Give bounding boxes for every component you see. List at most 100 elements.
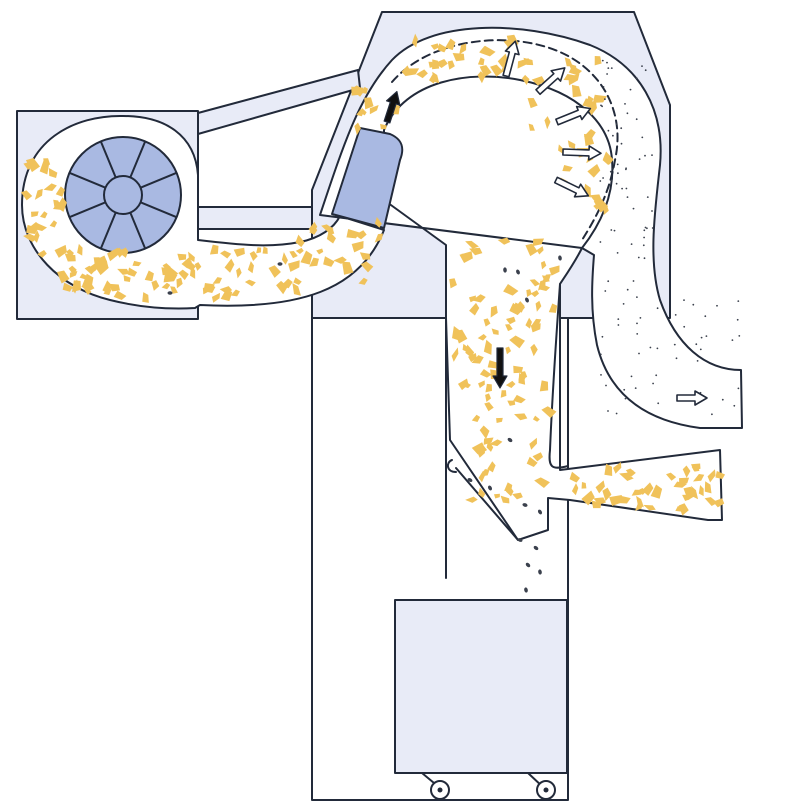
- material-chip: [233, 247, 245, 257]
- material-chip: [530, 343, 538, 357]
- material-chip: [62, 282, 73, 292]
- material-chip: [161, 282, 171, 290]
- material-chip: [23, 160, 35, 170]
- heavy-particle: [525, 562, 531, 568]
- material-chip: [496, 417, 503, 423]
- flow-arrows: [383, 40, 708, 406]
- dust-particle: [646, 196, 649, 199]
- material-chip: [505, 316, 516, 325]
- material-chip: [609, 495, 622, 507]
- wheel-spoke: [140, 171, 177, 189]
- material-chip: [712, 498, 725, 508]
- material-chips: [20, 33, 726, 516]
- material-chip: [520, 371, 528, 380]
- material-chip: [103, 287, 112, 296]
- material-chip: [113, 290, 127, 300]
- dust-particle: [612, 134, 614, 137]
- dust-particle: [636, 322, 638, 325]
- material-chip: [361, 86, 368, 94]
- dust-particle: [605, 384, 607, 387]
- material-chip: [247, 261, 254, 274]
- material-chip: [54, 244, 67, 258]
- dust-particle: [695, 343, 698, 346]
- caster-axle-right: [543, 787, 549, 793]
- dust-particle: [699, 348, 702, 351]
- material-chip: [581, 490, 595, 506]
- dust-particle: [606, 202, 608, 205]
- dust-particle: [705, 335, 708, 337]
- material-chip: [472, 294, 486, 303]
- material-chip: [469, 302, 480, 316]
- dust-particle: [704, 315, 707, 318]
- material-chip: [262, 246, 268, 254]
- dust-particle: [638, 158, 641, 161]
- dust-particle: [604, 290, 607, 292]
- material-chip: [236, 267, 242, 279]
- material-chip: [219, 286, 233, 294]
- dust-particle: [620, 127, 623, 130]
- material-chip: [478, 470, 486, 483]
- material-chip: [532, 238, 545, 247]
- dust-particle: [652, 382, 654, 385]
- dust-particle: [637, 256, 640, 259]
- material-chip: [478, 380, 485, 388]
- material-chip: [249, 251, 258, 262]
- material-chip: [619, 472, 634, 481]
- material-chip: [602, 151, 614, 165]
- material-chip: [30, 211, 39, 218]
- material-chip: [358, 277, 368, 285]
- material-chip: [514, 413, 528, 421]
- material-chip: [209, 244, 219, 255]
- wheel-spoke: [140, 201, 177, 219]
- dust-particle: [731, 339, 734, 341]
- material-chip: [289, 251, 298, 259]
- material-chip: [429, 73, 437, 84]
- dust-particle: [612, 167, 615, 170]
- material-chip: [151, 280, 160, 291]
- material-chip: [144, 270, 154, 282]
- material-chip: [497, 237, 511, 245]
- material-chip: [72, 280, 81, 292]
- material-chip: [359, 252, 371, 260]
- dust-particle: [615, 412, 618, 415]
- material-chip: [281, 278, 293, 289]
- air-escape-arrow: [555, 105, 592, 126]
- heavy-particle: [487, 485, 493, 491]
- heavy-particle: [467, 477, 473, 483]
- material-chip: [529, 279, 541, 287]
- material-chip: [224, 258, 235, 273]
- material-chip: [613, 462, 622, 474]
- material-chip: [300, 250, 313, 265]
- material-chip: [512, 302, 526, 313]
- dust-particle: [613, 229, 616, 232]
- dust-particle: [623, 388, 626, 391]
- dust-particle: [621, 187, 623, 190]
- material-chip: [178, 269, 189, 281]
- material-chip: [541, 406, 557, 419]
- material-chip: [650, 484, 663, 499]
- dust-particle: [634, 387, 637, 389]
- material-chip: [295, 234, 305, 248]
- material-chip: [203, 282, 215, 290]
- material-chip: [588, 101, 597, 116]
- dust-particle: [632, 207, 635, 210]
- material-chip: [132, 260, 142, 267]
- material-chip: [594, 55, 602, 66]
- material-chip: [321, 224, 334, 233]
- heavy-particle: [525, 297, 529, 303]
- material-chip: [212, 277, 223, 284]
- dust-particle: [599, 241, 602, 243]
- material-chip: [121, 247, 129, 258]
- dust-particle: [617, 324, 620, 326]
- material-chip: [581, 481, 587, 489]
- material-chip: [20, 190, 33, 201]
- material-chip: [23, 233, 39, 242]
- material-chip: [535, 300, 542, 312]
- material-chip: [354, 230, 367, 240]
- material-chip: [364, 97, 374, 110]
- material-chip: [354, 122, 361, 136]
- blower-wheel: [64, 136, 182, 254]
- dust-particle: [626, 196, 629, 199]
